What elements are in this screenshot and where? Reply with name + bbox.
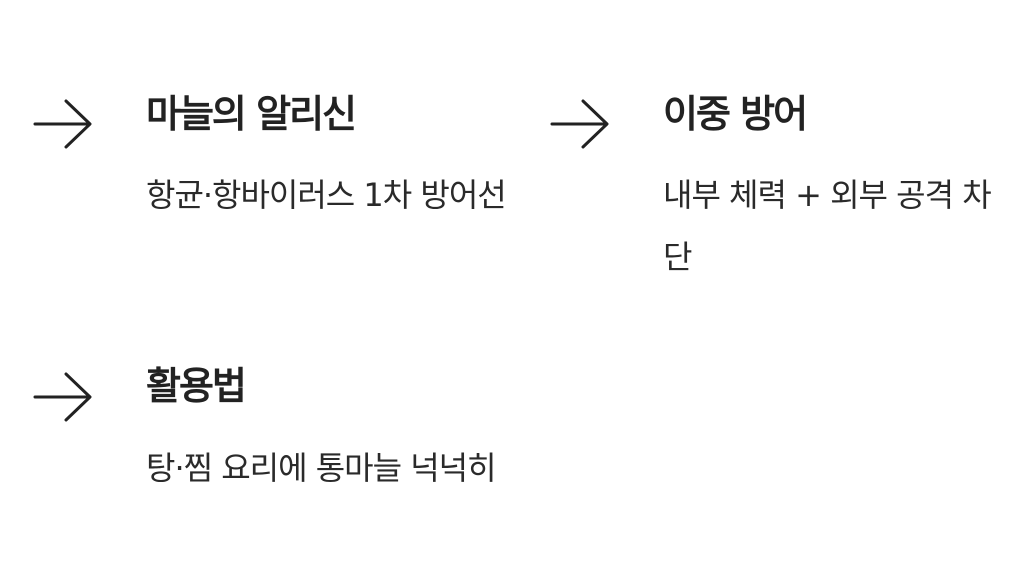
feature-description: 내부 체력 + 외부 공격 차단 [663, 176, 992, 276]
arrow-right-icon [33, 99, 93, 149]
feature-description: 항균·항바이러스 1차 방어선 [146, 176, 507, 214]
arrow-right-icon [550, 99, 610, 149]
feature-title: 활용법 [146, 364, 247, 408]
arrow-right-icon [33, 372, 93, 422]
feature-title: 이중 방어 [663, 92, 808, 136]
feature-description: 탕·찜 요리에 통마늘 넉넉히 [146, 449, 497, 487]
feature-title: 마늘의 알리신 [146, 92, 357, 136]
